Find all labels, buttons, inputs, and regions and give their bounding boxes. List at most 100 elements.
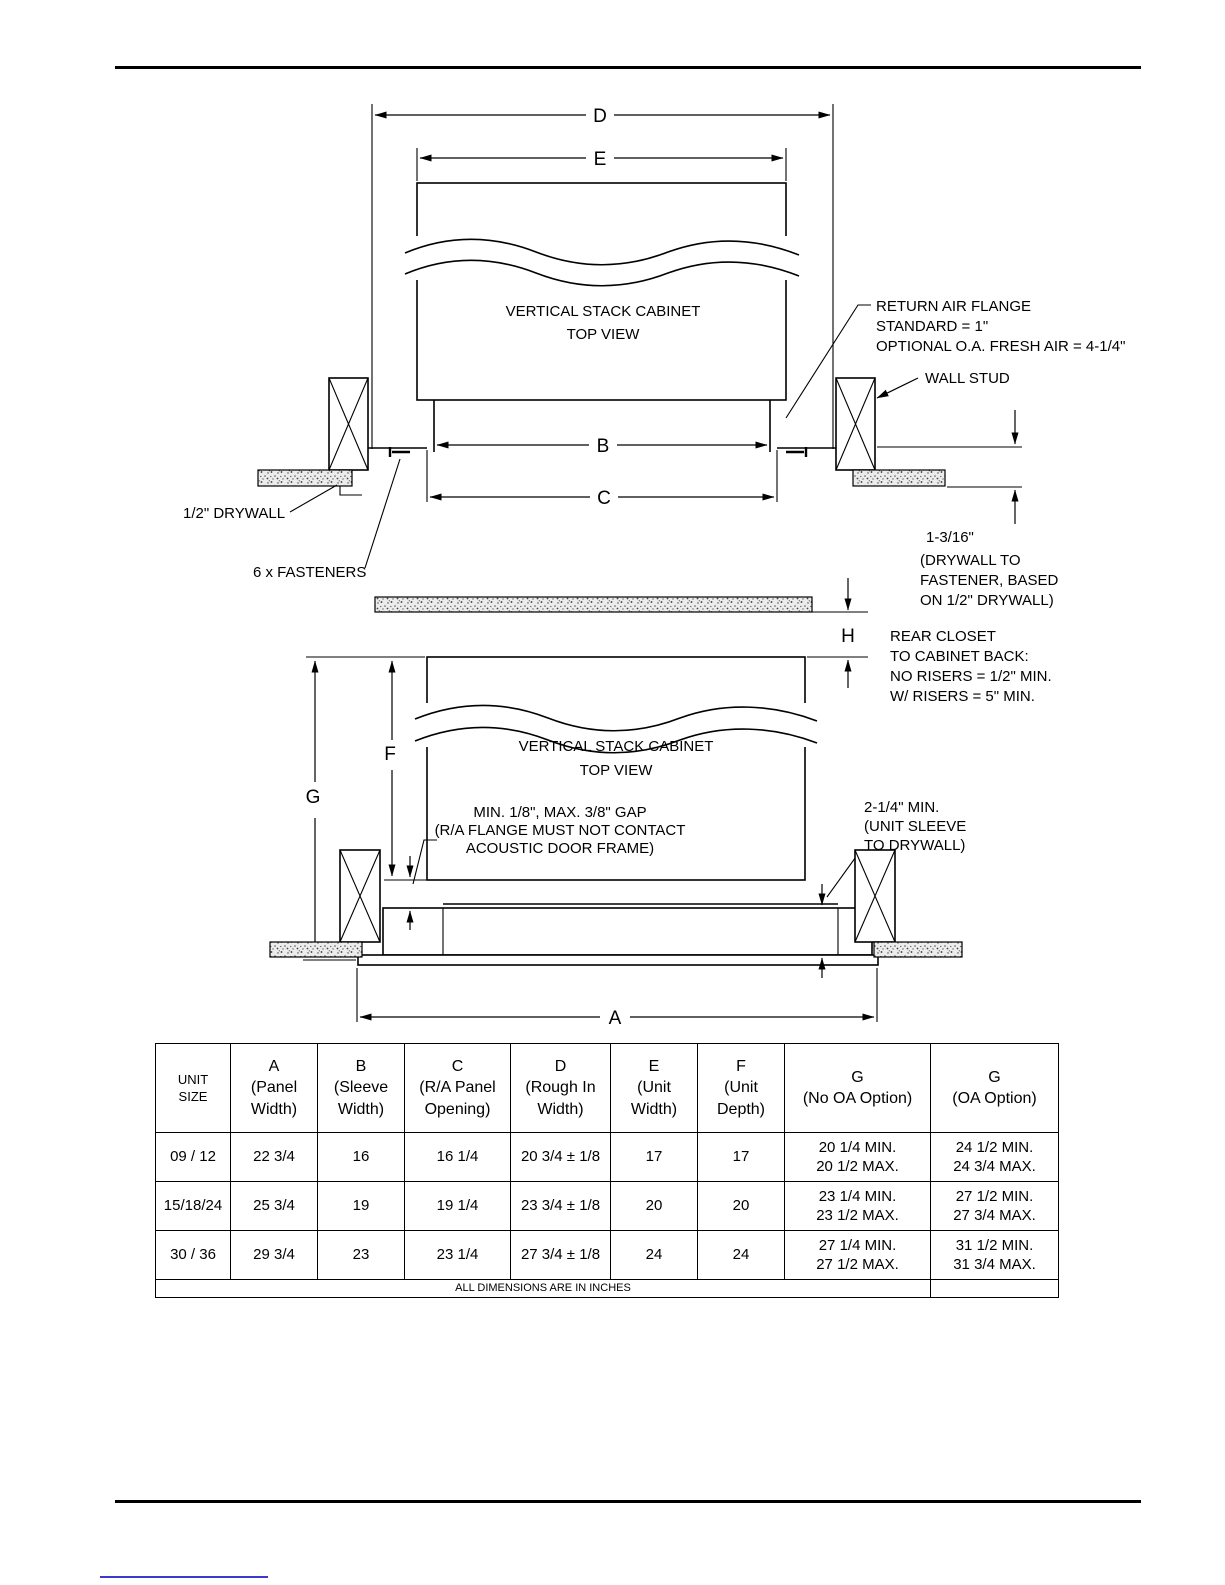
rear-closet-wall bbox=[374, 596, 868, 613]
table-header-row: UNIT SIZE A (Panel Width) B (Sleeve Widt… bbox=[155, 1043, 1059, 1133]
cell-g-oa: 31 1/2 MIN. 31 3/4 MAX. bbox=[930, 1230, 1059, 1280]
fastener-screw-left bbox=[388, 447, 410, 457]
rear-closet-note-line1: REAR CLOSET bbox=[890, 628, 996, 645]
cell-size: 30 / 36 bbox=[155, 1230, 231, 1280]
rear-closet-note-line4: W/ RISERS = 5" MIN. bbox=[890, 688, 1035, 705]
dim-e-label: E bbox=[594, 149, 607, 170]
wall-stud-left-2 bbox=[339, 849, 381, 943]
col-header-c: C (R/A Panel Opening) bbox=[404, 1043, 511, 1133]
cell-d: 23 3/4 ± 1/8 bbox=[510, 1181, 611, 1231]
drywall-callout: 1/2" DRYWALL bbox=[183, 484, 338, 522]
dim-c-label: C bbox=[597, 488, 611, 509]
dim-e: E bbox=[416, 148, 787, 181]
cell-a: 29 3/4 bbox=[230, 1230, 318, 1280]
gap-note-line2: (R/A FLANGE MUST NOT CONTACT bbox=[435, 822, 686, 839]
cell-d: 27 3/4 ± 1/8 bbox=[510, 1230, 611, 1280]
cell-g-no-oa: 27 1/4 MIN. 27 1/2 MAX. bbox=[784, 1230, 931, 1280]
table-row-30-36: 30 / 36 29 3/4 23 23 1/4 27 3/4 ± 1/8 24… bbox=[155, 1230, 1059, 1280]
rear-closet-note: REAR CLOSET TO CABINET BACK: NO RISERS =… bbox=[890, 628, 1052, 705]
cell-e: 24 bbox=[610, 1230, 698, 1280]
cabinet1-subtitle: TOP VIEW bbox=[567, 326, 641, 343]
raf-note-line3: OPTIONAL O.A. FRESH AIR = 4-1/4" bbox=[876, 338, 1125, 355]
gap-note-line3: ACOUSTIC DOOR FRAME) bbox=[466, 840, 654, 857]
cell-b: 16 bbox=[317, 1132, 405, 1182]
fasteners-callout: 6 x FASTENERS bbox=[253, 458, 401, 581]
dim-f: F bbox=[306, 656, 427, 881]
cell-a: 22 3/4 bbox=[230, 1132, 318, 1182]
col-header-a: A (Panel Width) bbox=[230, 1043, 318, 1133]
cell-c: 23 1/4 bbox=[404, 1230, 511, 1280]
drywall-left-1 bbox=[257, 469, 362, 496]
cell-f: 20 bbox=[697, 1181, 785, 1231]
drywall-right-2 bbox=[873, 941, 963, 958]
gap-note-line1: MIN. 1/8", MAX. 3/8" GAP bbox=[473, 804, 646, 821]
drywall-fastener-note-line2: FASTENER, BASED bbox=[920, 572, 1059, 589]
dim-h: H bbox=[807, 578, 868, 688]
dim-f-label: F bbox=[384, 744, 396, 765]
cell-g-no-oa: 20 1/4 MIN. 20 1/2 MAX. bbox=[784, 1132, 931, 1182]
fasteners-label: 6 x FASTENERS bbox=[253, 564, 366, 581]
table-footer-row: ALL DIMENSIONS ARE IN INCHES bbox=[155, 1279, 1059, 1298]
dim-h-label: H bbox=[841, 626, 855, 647]
dimensions-table: UNIT SIZE A (Panel Width) B (Sleeve Widt… bbox=[155, 1043, 1059, 1298]
gap-note: MIN. 1/8", MAX. 3/8" GAP (R/A FLANGE MUS… bbox=[412, 804, 686, 885]
col-header-b: B (Sleeve Width) bbox=[317, 1043, 405, 1133]
dim-a: A bbox=[356, 968, 878, 1029]
dim-b: B bbox=[436, 436, 768, 457]
technical-diagram: D E VERTICAL STACK CABINET TOP VIEW B bbox=[183, 104, 1125, 1029]
drywall-fastener-note-line1: (DRYWALL TO bbox=[920, 552, 1021, 569]
table-footer-note: ALL DIMENSIONS ARE IN INCHES bbox=[155, 1279, 931, 1298]
sleeve-note-line1: 2-1/4" MIN. bbox=[864, 799, 939, 816]
dim-g: G bbox=[303, 660, 356, 961]
cell-size: 09 / 12 bbox=[155, 1132, 231, 1182]
footer-link[interactable] bbox=[100, 1576, 268, 1578]
cabinet1-title: VERTICAL STACK CABINET bbox=[506, 303, 701, 320]
unit-sleeve-assembly bbox=[357, 903, 879, 966]
cell-d: 20 3/4 ± 1/8 bbox=[510, 1132, 611, 1182]
cabinet-top-view-1: VERTICAL STACK CABINET TOP VIEW bbox=[402, 182, 802, 452]
drywall-right-1 bbox=[852, 469, 946, 487]
col-header-e: E (Unit Width) bbox=[610, 1043, 698, 1133]
dim-a-label: A bbox=[609, 1008, 622, 1029]
cell-c: 16 1/4 bbox=[404, 1132, 511, 1182]
cell-a: 25 3/4 bbox=[230, 1181, 318, 1231]
raf-note-line2: STANDARD = 1" bbox=[876, 318, 988, 335]
rear-closet-note-line3: NO RISERS = 1/2" MIN. bbox=[890, 668, 1052, 685]
col-header-d: D (Rough In Width) bbox=[510, 1043, 611, 1133]
sleeve-note-line2: (UNIT SLEEVE bbox=[864, 818, 966, 835]
cell-e: 17 bbox=[610, 1132, 698, 1182]
cell-b: 23 bbox=[317, 1230, 405, 1280]
cell-f: 17 bbox=[697, 1132, 785, 1182]
drywall-fastener-note-line3: ON 1/2" DRYWALL) bbox=[920, 592, 1054, 609]
wall-stud-label: WALL STUD bbox=[925, 370, 1010, 387]
cabinet2-title: VERTICAL STACK CABINET bbox=[519, 738, 714, 755]
fastener-screw-right bbox=[786, 447, 808, 457]
rear-closet-note-line2: TO CABINET BACK: bbox=[890, 648, 1029, 665]
wall-stud-right-2 bbox=[854, 849, 896, 943]
drywall-left-2 bbox=[269, 941, 363, 958]
top-rule bbox=[115, 66, 1141, 69]
dim-d-label: D bbox=[593, 106, 607, 127]
cabinet-top-view-2: VERTICAL STACK CABINET TOP VIEW bbox=[412, 656, 820, 881]
cell-f: 24 bbox=[697, 1230, 785, 1280]
col-header-g-no-oa: G (No OA Option) bbox=[784, 1043, 931, 1133]
dim-c: C bbox=[426, 450, 778, 509]
dim-b-label: B bbox=[597, 436, 610, 457]
col-header-g-oa: G (OA Option) bbox=[930, 1043, 1059, 1133]
table-row-09-12: 09 / 12 22 3/4 16 16 1/4 20 3/4 ± 1/8 17… bbox=[155, 1132, 1059, 1182]
table-row-15-18-24: 15/18/24 25 3/4 19 19 1/4 23 3/4 ± 1/8 2… bbox=[155, 1181, 1059, 1231]
bottom-rule bbox=[115, 1500, 1141, 1503]
drywall-fastener-dim: 1-3/16" (DRYWALL TO FASTENER, BASED ON 1… bbox=[877, 410, 1059, 609]
raf-note-line1: RETURN AIR FLANGE bbox=[876, 298, 1031, 315]
wall-stud-callout: WALL STUD bbox=[876, 370, 1010, 399]
dim-g-label: G bbox=[306, 787, 321, 808]
cell-e: 20 bbox=[610, 1181, 698, 1231]
cell-size: 15/18/24 bbox=[155, 1181, 231, 1231]
cell-g-oa: 27 1/2 MIN. 27 3/4 MAX. bbox=[930, 1181, 1059, 1231]
dim-d: D bbox=[371, 104, 834, 449]
wall-stud-right-1 bbox=[835, 377, 876, 471]
drywall-label: 1/2" DRYWALL bbox=[183, 505, 285, 522]
cell-g-oa: 24 1/2 MIN. 24 3/4 MAX. bbox=[930, 1132, 1059, 1182]
cell-g-no-oa: 23 1/4 MIN. 23 1/2 MAX. bbox=[784, 1181, 931, 1231]
